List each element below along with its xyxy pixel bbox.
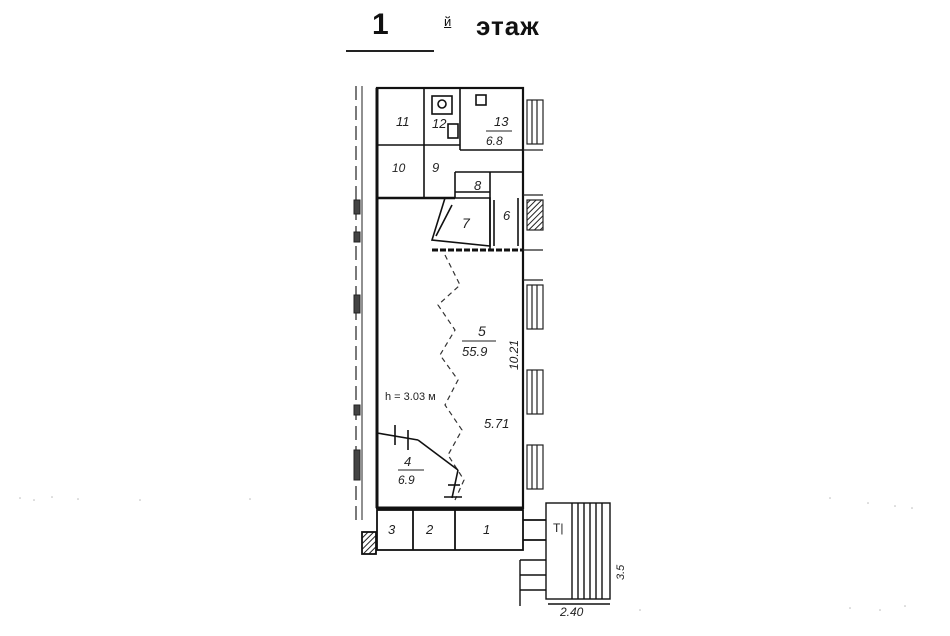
- windows-right: [523, 99, 544, 490]
- room-2-label: 2: [425, 522, 434, 537]
- ceiling-height-label: h = 3.03 м: [385, 391, 436, 403]
- door-swing-paths: [437, 254, 465, 501]
- room-5-area: 55.9: [462, 344, 487, 359]
- title-underline: [346, 50, 434, 52]
- scan-noise: [19, 496, 913, 611]
- room-4-partition: [376, 425, 462, 499]
- main-length-label: 10.21: [507, 340, 521, 370]
- room-7-label: 7: [462, 215, 471, 231]
- rooms-6-7: [430, 197, 523, 252]
- room-1-label: 1: [483, 522, 490, 537]
- floor-number: 1: [372, 8, 389, 41]
- floor-suffix: й: [444, 14, 452, 29]
- room-labels: 11 12 13 6.8 10 9 8 7 6 5 55.9 4 6.9 1 2…: [388, 114, 512, 537]
- stair-length-label: 3.5: [615, 564, 627, 580]
- floor-word: этаж: [476, 11, 540, 41]
- room-11-label: 11: [396, 114, 410, 129]
- room-13-label: 13: [494, 114, 509, 129]
- room-8-label: 8: [474, 178, 482, 193]
- dimension-labels: h = 3.03 м 10.21 5.71 2.40 3.5 Т|: [385, 340, 627, 619]
- room-4-label: 4: [404, 454, 411, 469]
- building-outline: [375, 86, 525, 510]
- room-4-area: 6.9: [398, 473, 415, 487]
- room-10-label: 10: [392, 161, 406, 175]
- room-13-area: 6.8: [486, 134, 503, 148]
- room-5-label: 5: [478, 323, 486, 339]
- room-12-label: 12: [432, 116, 447, 131]
- main-width-label: 5.71: [484, 416, 509, 431]
- room-6-label: 6: [503, 208, 511, 223]
- room-9-label: 9: [432, 160, 439, 175]
- exterior-stairs: [519, 502, 611, 606]
- outer-wall-left: [353, 86, 363, 520]
- upper-rooms: [377, 88, 523, 250]
- lower-rooms: [361, 506, 546, 555]
- stair-width-label: 2.40: [559, 605, 584, 619]
- floor-title: 1 й этаж: [0, 0, 950, 60]
- room-3-label: 3: [388, 522, 396, 537]
- stair-symbol: Т|: [553, 521, 563, 535]
